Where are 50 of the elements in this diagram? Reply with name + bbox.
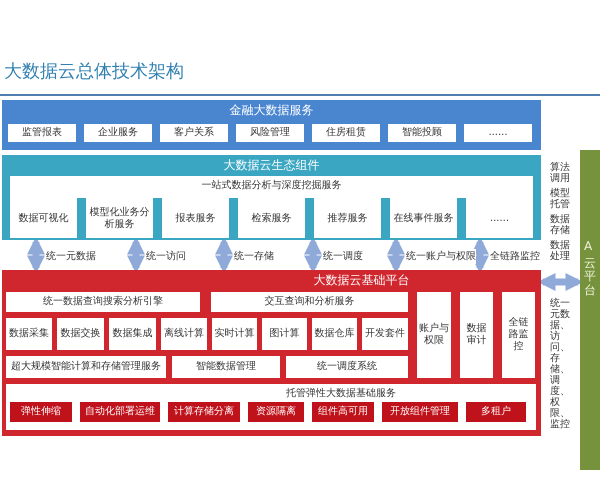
service-box: 多租户 [466, 402, 526, 422]
service-box: 统一数据查询搜索分析引擎 [6, 292, 200, 312]
service-box: 交互查询和分析服务 [211, 292, 408, 312]
service-box: 统一调度系统 [286, 356, 408, 378]
panel-title: 大数据云基础平台 [312, 272, 410, 288]
inner-panel [10, 176, 533, 238]
service-box: 实时计算 [212, 318, 257, 350]
service-box: 数据采集 [6, 318, 52, 350]
service-box: 资源隔离 [248, 402, 304, 422]
service-box: 弹性伸缩 [10, 402, 72, 422]
service-box: 住房租赁 [312, 124, 380, 142]
diagram-title: 大数据云总体技术架构 [4, 60, 184, 84]
service-box: 超大规模智能计算和存储管理服务 [6, 356, 166, 378]
service-box: 智能数据管理 [172, 356, 280, 378]
edge-label: 统一账户与权限 [406, 249, 476, 264]
service-box: 开放组件管理 [382, 402, 458, 422]
service-box: 账户与权限 [417, 292, 451, 378]
platform-panel [580, 150, 600, 470]
inner-panel [6, 384, 536, 430]
service-box: 数据仓库 [312, 318, 357, 350]
service-box: 企业服务 [84, 124, 152, 142]
side-note: 算法调用 [550, 162, 571, 184]
layer-panel [2, 155, 541, 240]
layer-panel [2, 100, 541, 150]
service-box: 监管报表 [8, 124, 76, 142]
service-box: 风险管理 [236, 124, 304, 142]
service-box: 计算存储分离 [168, 402, 240, 422]
panel-title: 金融大数据服务 [228, 102, 314, 118]
side-note: 统一元数据、访问、存储、调度、权限、监控 [550, 298, 571, 430]
layer-panel [2, 270, 541, 436]
service-box: 数据集成 [109, 318, 156, 350]
service-box: 组件高可用 [312, 402, 374, 422]
service-box: 数据审计 [460, 292, 493, 378]
service-box: 图计算 [262, 318, 307, 350]
service-box: 智能投顾 [388, 124, 456, 142]
service-box: ...... [464, 124, 532, 142]
service-box: 离线计算 [161, 318, 207, 350]
service-box: 客户关系 [160, 124, 228, 142]
service-box: 数据交换 [57, 318, 104, 350]
panel-title: 托管弹性大数据基础服务 [285, 386, 397, 401]
panel-title: 云平台 [584, 257, 596, 297]
panel-title: A [584, 240, 594, 254]
side-note: 数据处理 [550, 240, 571, 262]
service-box: 全链路监控 [502, 292, 535, 378]
service-box: 自动化部署运维 [80, 402, 160, 422]
panel-title: 一站式数据分析与深度挖掘服务 [200, 178, 342, 193]
service-box: 开发套件 [362, 318, 408, 350]
panel-title: 大数据云生态组件 [222, 157, 320, 173]
side-note: 模型托管 [550, 188, 571, 210]
side-note: 数据存储 [550, 214, 571, 236]
